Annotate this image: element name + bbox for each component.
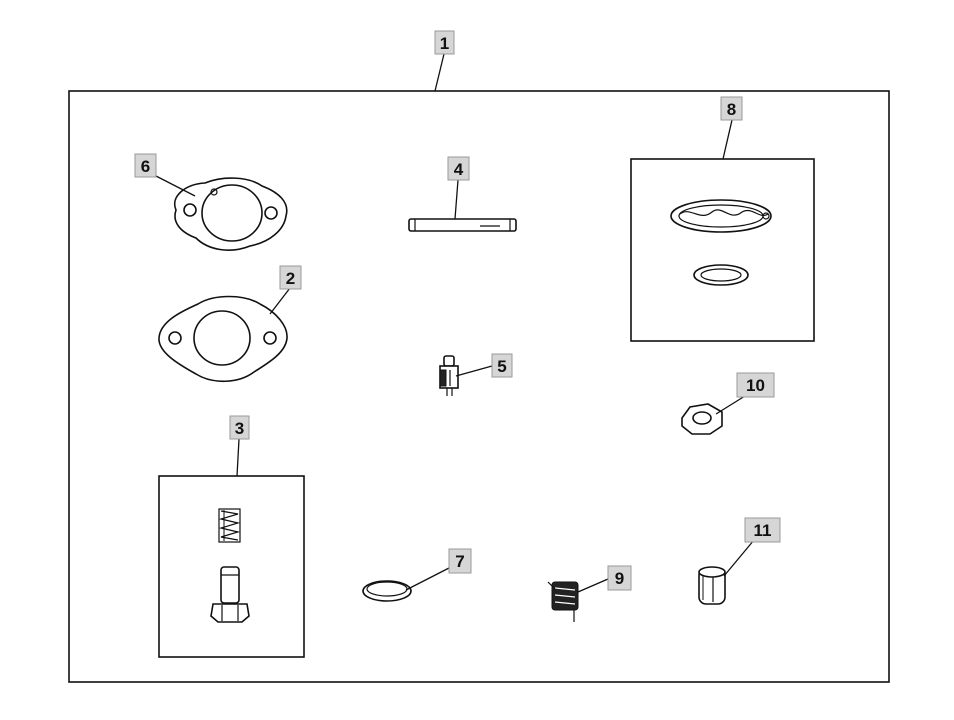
leader-4 — [454, 179, 459, 220]
sleeve-part-11 — [698, 566, 726, 605]
callout-label-7: 7 — [455, 552, 464, 571]
gasket-part-2 — [158, 295, 288, 383]
spring-part-3 — [218, 508, 241, 543]
callout-8: 8 — [720, 96, 743, 121]
callout-1: 1 — [434, 30, 455, 55]
subkit-frame-8 — [630, 158, 815, 342]
subkit-frame-3 — [158, 475, 305, 658]
leader-2 — [269, 287, 291, 315]
leader-7 — [405, 567, 450, 591]
disc-part-7 — [362, 580, 412, 602]
callout-label-3: 3 — [235, 419, 244, 438]
callout-11: 11 — [744, 517, 781, 543]
kit-frame — [68, 90, 890, 683]
callout-5: 5 — [491, 353, 513, 378]
callout-2: 2 — [279, 265, 302, 290]
bolt-part-3 — [210, 566, 250, 623]
leader-10 — [715, 395, 746, 415]
callout-7: 7 — [448, 548, 472, 574]
nut-part-10 — [681, 403, 723, 435]
callout-6: 6 — [134, 153, 157, 178]
leader-lines — [155, 53, 755, 593]
leader-11 — [723, 539, 755, 577]
callout-9: 9 — [607, 565, 632, 591]
callout-label-2: 2 — [286, 269, 295, 288]
callout-label-10: 10 — [746, 376, 765, 395]
gasket-part-6 — [173, 177, 288, 251]
leader-9 — [577, 578, 609, 593]
callout-3: 3 — [229, 415, 250, 440]
callout-label-8: 8 — [727, 100, 736, 119]
callout-label-11: 11 — [754, 521, 772, 540]
callout-label-4: 4 — [454, 160, 464, 179]
callout-label-5: 5 — [497, 357, 506, 376]
leader-3 — [236, 438, 240, 477]
leader-1 — [434, 53, 445, 92]
spring-part-9 — [547, 581, 579, 622]
seal-part-8 — [670, 199, 772, 286]
pin-part-4 — [408, 218, 517, 232]
leader-8 — [722, 119, 733, 160]
callout-label-1: 1 — [440, 34, 449, 53]
callout-label-6: 6 — [141, 157, 150, 176]
leader-5 — [455, 365, 493, 377]
leader-6 — [155, 175, 196, 197]
callout-label-9: 9 — [615, 569, 624, 588]
callout-10: 10 — [736, 372, 775, 398]
fitting-part-5 — [439, 355, 459, 396]
callout-4: 4 — [447, 156, 470, 181]
